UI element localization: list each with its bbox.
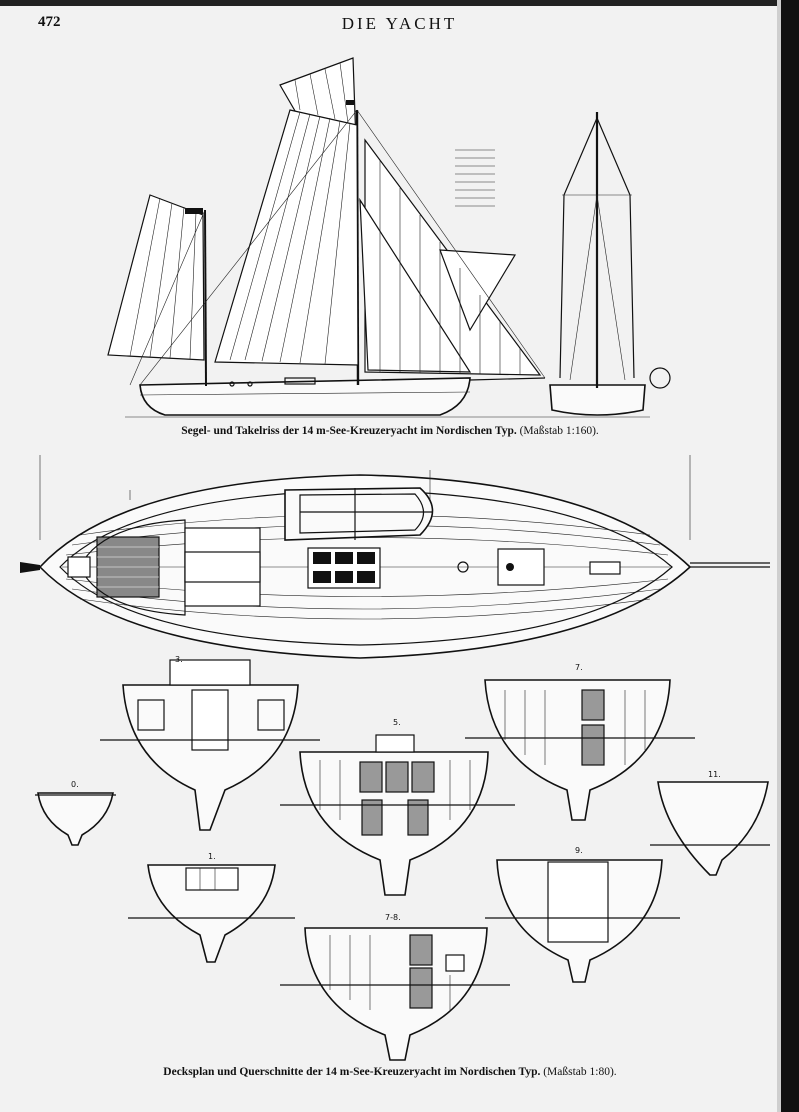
sail-plan-side-view [107, 57, 546, 418]
section-label-11: 11. [708, 770, 721, 779]
running-head: DIE YACHT [341, 14, 458, 33]
page-gutter [777, 0, 781, 1112]
section-label-7-8: 7-8. [385, 913, 401, 922]
section-label-3: 3. [175, 655, 183, 664]
section-label-7: 7. [575, 663, 583, 672]
section-label-0: 0. [71, 780, 79, 789]
caption-text: Decksplan und Querschnitte der 14 m-See-… [163, 1066, 541, 1078]
book-spine [781, 0, 799, 1112]
caption-scale: (Maßstab 1:80). [543, 1066, 617, 1078]
page-number: 472 [38, 14, 61, 30]
figure-caption-deck-plan: Decksplan und Querschnitte der 14 m-See-… [0, 1066, 780, 1078]
caption-text: Segel- und Takelriss der 14 m-See-Kreuze… [181, 425, 517, 437]
section-label-9: 9. [575, 846, 583, 855]
figure-caption-sail-plan: Segel- und Takelriss der 14 m-See-Kreuze… [0, 425, 780, 437]
top-edge [0, 0, 799, 6]
sail-plan-front-view [545, 112, 671, 418]
cross-sections [35, 659, 770, 1061]
caption-scale: (Maßstab 1:160). [519, 425, 599, 437]
deck-plan [20, 455, 770, 659]
section-label-5: 5. [393, 718, 401, 727]
section-label-1: 1. [208, 852, 216, 861]
